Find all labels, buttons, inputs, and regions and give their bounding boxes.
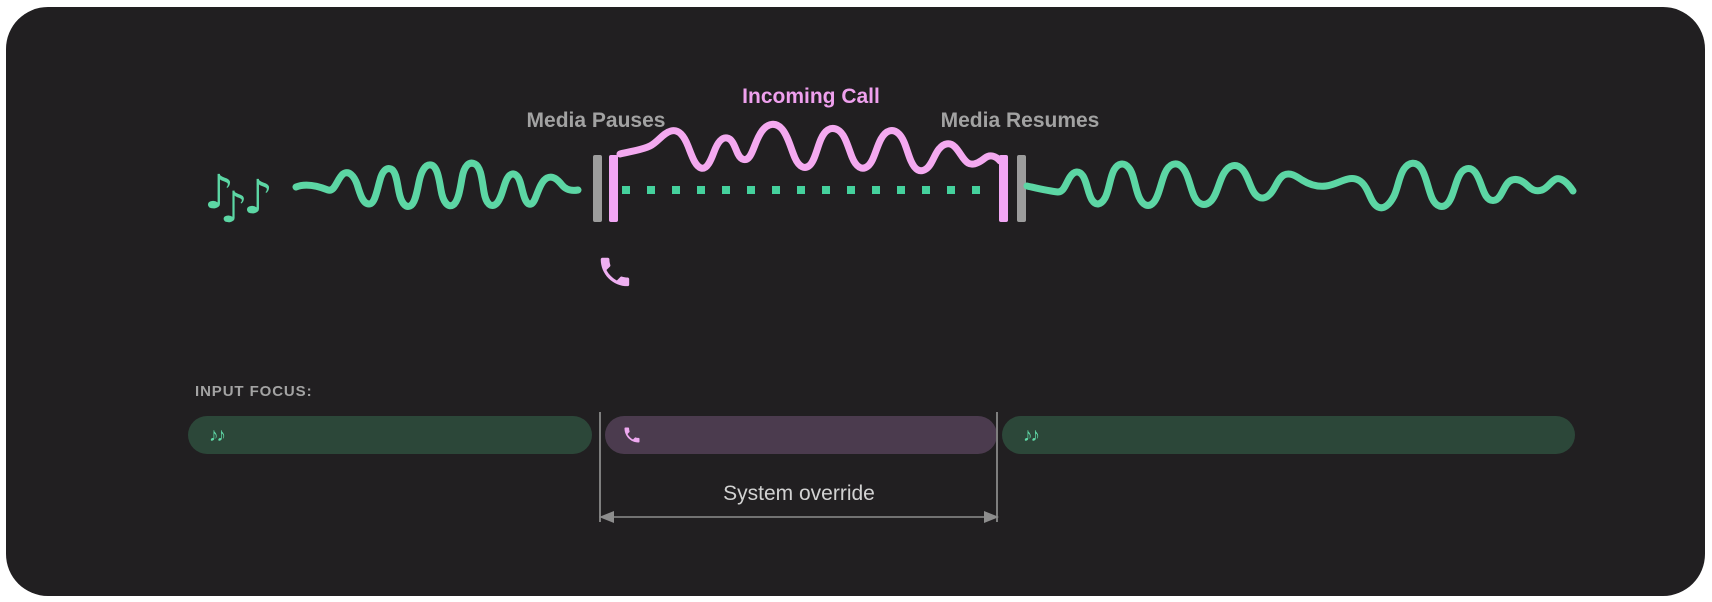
call-end-marker-pink (999, 155, 1008, 222)
phone-icon (600, 257, 630, 287)
media-waveform-before (292, 159, 582, 210)
media-pauses-label: Media Pauses (526, 109, 666, 132)
override-end-guide-line (996, 412, 998, 522)
svg-text:♪: ♪ (243, 170, 273, 225)
svg-text:♪: ♪ (204, 165, 234, 220)
focus-segment-media-before: ♪♪ (188, 416, 592, 454)
media-resumes-label: Media Resumes (940, 109, 1100, 132)
call-waveform (616, 120, 1004, 175)
call-start-marker-pink (609, 155, 618, 222)
override-start-guide-line (599, 412, 601, 522)
phone-icon (624, 427, 640, 443)
music-notes-icon: ♪ ♪ ♪ (204, 165, 273, 233)
media-pause-marker-gray (593, 155, 602, 222)
input-focus-heading: INPUT FOCUS: (195, 383, 313, 400)
music-notes-icon: ♪♪ (1023, 424, 1040, 446)
media-waveform-after (1023, 159, 1577, 212)
focus-segment-media-after: ♪♪ (1002, 416, 1575, 454)
system-override-label: System override (723, 482, 875, 505)
media-resume-marker-gray (1017, 155, 1026, 222)
system-override-extent-arrow (599, 511, 999, 523)
svg-text:♪: ♪ (220, 183, 247, 233)
focus-segment-call-override (605, 416, 997, 454)
diagram-panel (6, 7, 1705, 596)
music-notes-icon: ♪♪ (209, 424, 226, 446)
incoming-call-label: Incoming Call (742, 85, 880, 108)
